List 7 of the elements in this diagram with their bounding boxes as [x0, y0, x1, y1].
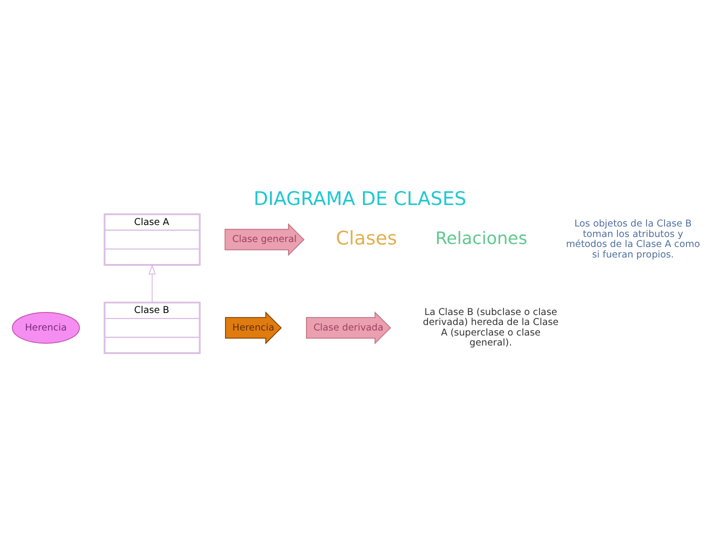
label: Relaciones	[435, 228, 528, 249]
label: Clases	[336, 228, 398, 250]
node-ellipse: Herencia	[12, 312, 80, 344]
diagram-title: DIAGRAMA DE CLASES	[254, 188, 466, 210]
label: La Clase B (subclase o clase derivada) hereda de la Clase A (superclase o clase general).	[422, 306, 559, 349]
arrow	[148, 264, 156, 302]
label: Los objetos de la Clase B toman los atributos y métodos de la Clase A como si fueran propios.	[566, 218, 700, 260]
